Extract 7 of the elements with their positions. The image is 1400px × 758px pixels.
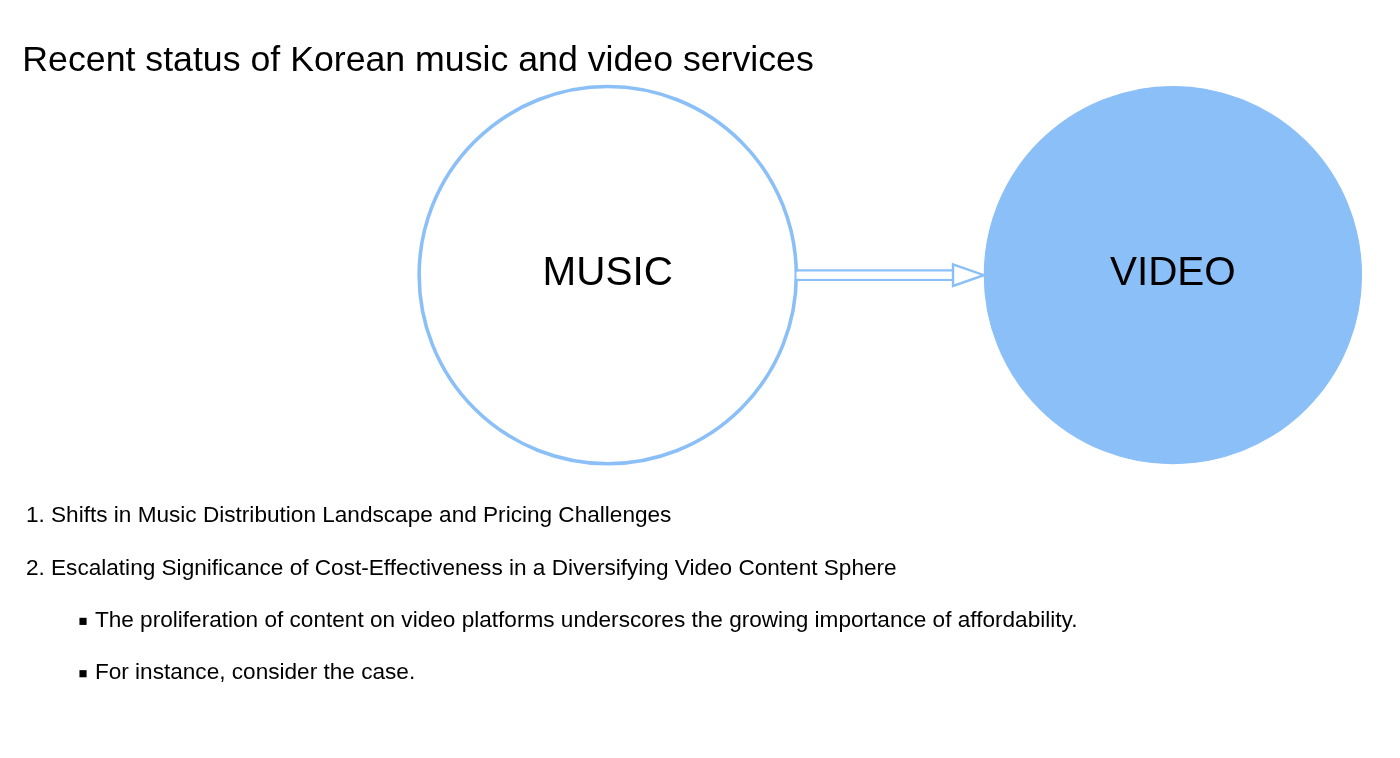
diagram-title: Recent status of Korean music and video services [22,39,814,80]
node-circle: VIDEO [983,85,1363,465]
node-circle: MUSIC [417,84,799,466]
label: 1. Shifts in Music Distribution Landscape and Pricing Challenges [25,502,672,528]
label: For instance, consider the case. [94,659,416,685]
label: 2. Escalating Significance of Cost-Effectiveness in a Diversifying Video Content Sphere [25,554,897,580]
label: The proliferation of content on video platforms underscores the growing importance of affordability. [94,606,1078,632]
